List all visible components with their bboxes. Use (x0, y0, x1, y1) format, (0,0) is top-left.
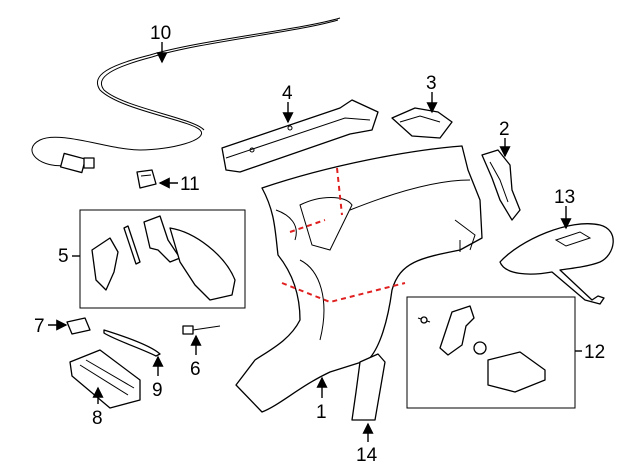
part-1-quarter-panel (235, 145, 483, 413)
part-3-bracket (391, 107, 453, 139)
part-6-bolt (182, 325, 221, 335)
cut-line (336, 167, 343, 216)
group-box-12 (406, 296, 576, 409)
part-5-bracket-set (91, 215, 236, 301)
callout-3: 3 (426, 73, 437, 94)
cut-line (289, 219, 326, 233)
callout-2: 2 (499, 119, 510, 140)
part-13-liner (499, 223, 614, 305)
callout-6: 6 (190, 359, 201, 380)
callout-13: 13 (554, 187, 575, 208)
callout-12: 12 (584, 342, 605, 363)
callout-9: 9 (152, 380, 163, 401)
callout-10: 10 (150, 23, 171, 44)
callout-7: 7 (34, 316, 45, 337)
part-7-clip (66, 317, 91, 335)
callout-1: 1 (316, 402, 327, 423)
part-14-strip (351, 353, 386, 421)
callout-5: 5 (58, 246, 69, 267)
callout-14: 14 (356, 445, 378, 466)
part-2-reinforcement (481, 149, 521, 221)
part-12-fuel-door-housing (417, 305, 546, 393)
cut-line (281, 282, 406, 304)
callout-8: 8 (92, 408, 103, 429)
part-11-clip (136, 169, 157, 189)
callout-11: 11 (180, 174, 200, 195)
callout-4: 4 (282, 83, 293, 104)
group-box-5 (79, 209, 246, 309)
part-4-rail (221, 99, 379, 173)
part-10-release-cable (31, 17, 341, 174)
part-8-grommet (69, 349, 141, 409)
part-9-seal (103, 329, 161, 357)
